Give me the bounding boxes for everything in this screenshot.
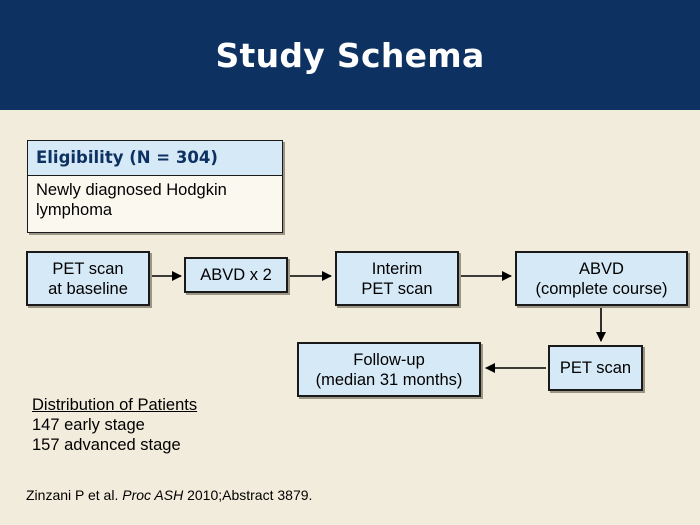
page-title: Study Schema — [215, 35, 485, 75]
citation-journal: Proc ASH — [122, 487, 184, 503]
follow-up-box: Follow-up (median 31 months) — [297, 342, 481, 397]
eligibility-box: Eligibility (N = 304) Newly diagnosed Ho… — [27, 140, 283, 233]
pet-scan-box: PET scan — [548, 345, 643, 391]
abvd-complete-box: ABVD (complete course) — [515, 251, 688, 306]
citation-authors: Zinzani P et al. — [26, 487, 119, 503]
distribution-heading: Distribution of Patients — [32, 396, 198, 414]
abvd-x2-box: ABVD x 2 — [184, 257, 288, 293]
interim-pet-box: Interim PET scan — [335, 251, 459, 306]
distribution-block: Distribution of Patients 147 early stage… — [32, 395, 197, 455]
eligibility-text: Newly diagnosed Hodgkin lymphoma — [36, 181, 227, 219]
title-banner: Study Schema — [0, 0, 700, 110]
eligibility-heading: Eligibility (N = 304) — [28, 141, 282, 176]
pet-baseline-box: PET scan at baseline — [26, 251, 150, 306]
distribution-early: 147 early stage — [32, 416, 145, 434]
citation: Zinzani P et al. Proc ASH 2010;Abstract … — [26, 487, 312, 503]
distribution-advanced: 157 advanced stage — [32, 436, 181, 454]
citation-rest: 2010;Abstract 3879. — [187, 487, 313, 503]
